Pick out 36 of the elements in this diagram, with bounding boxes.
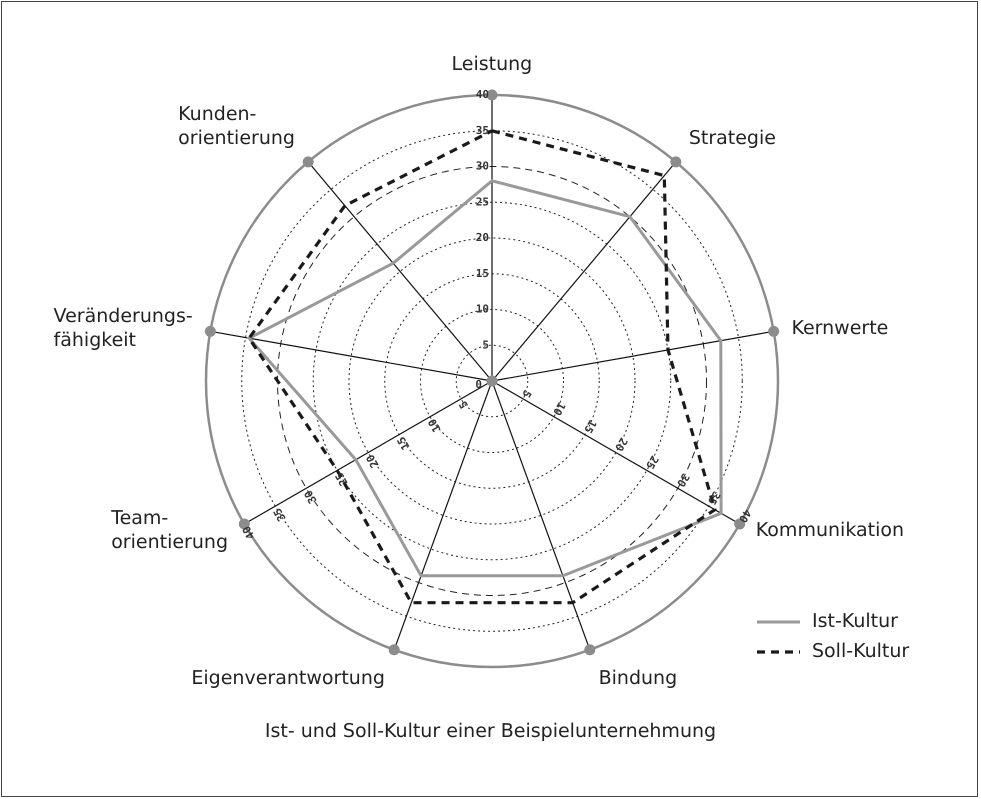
axis-label: Veränderungs- fähigkeit (54, 304, 193, 352)
tick-label: 5 (456, 398, 472, 411)
axis-label: Bindung (598, 666, 678, 691)
legend-label: Ist-Kultur (812, 610, 898, 632)
tick-label: 35 (476, 124, 489, 137)
tick-label: 30 (476, 160, 489, 173)
tick-label: 35 (705, 489, 723, 507)
tick-label: 25 (332, 470, 351, 488)
axis-label: Team- orientierung (111, 507, 228, 554)
tick-label: 5 (519, 388, 534, 400)
tick-label: 25 (643, 453, 661, 472)
axis-label: Eigenverantwortung (191, 666, 385, 691)
tick-label: 30 (302, 488, 320, 506)
axis-label: Kommunikation (756, 519, 904, 543)
axis-label: Leistung (452, 53, 532, 77)
tick-label: 10 (476, 302, 489, 316)
tick-label: 40 (240, 524, 258, 542)
tick-label: 15 (476, 266, 489, 280)
tick-label: 20 (612, 435, 630, 454)
tick-label: 20 (476, 231, 489, 244)
tick-label: 25 (476, 195, 489, 208)
tick-label: 5 (482, 338, 489, 352)
axis-label: Kunden- orientierung (178, 103, 295, 151)
axis-label: Strategie (688, 127, 776, 151)
tick-label: 10 (550, 400, 568, 418)
legend-label: Soll-Kultur (812, 640, 910, 662)
tick-label: 15 (581, 418, 600, 436)
tick-label: 30 (674, 471, 692, 490)
tick-label: 10 (426, 416, 444, 434)
tick-label: 20 (364, 452, 382, 470)
tick-label: 15 (394, 434, 412, 452)
tick-label: 40 (736, 506, 754, 525)
axis-label: Kernwerte (791, 316, 888, 341)
caption: Ist- und Soll-Kultur einer Beispielunternehmung (264, 720, 718, 742)
tick-label: 35 (270, 506, 289, 524)
tick-label: 0 (475, 378, 482, 392)
